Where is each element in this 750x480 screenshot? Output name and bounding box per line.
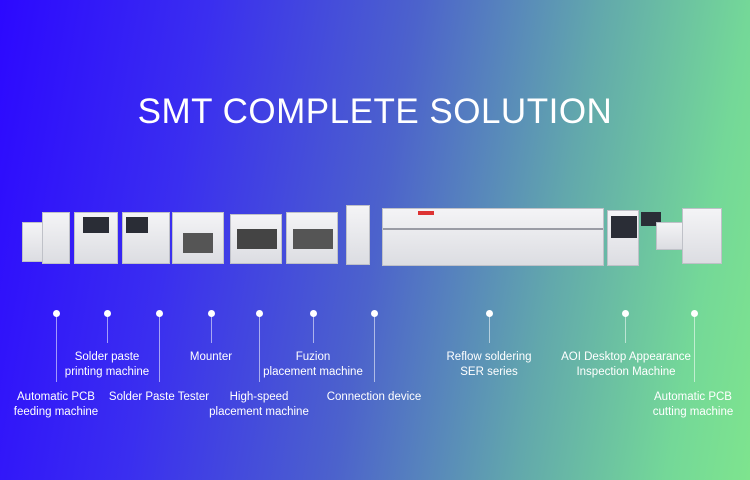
marker-line: [625, 316, 626, 343]
connection-device: [346, 205, 370, 265]
marker-line: [159, 316, 160, 382]
marker-dot: [371, 310, 378, 317]
solder-printer-machine: [74, 212, 118, 264]
marker-dot: [256, 310, 263, 317]
marker-dot: [104, 310, 111, 317]
label-solder-tester: Solder Paste Tester: [108, 391, 210, 403]
pcb-feeder-machine-body: [42, 212, 70, 264]
marker-line: [107, 316, 108, 343]
marker-line: [56, 316, 57, 382]
aoi-inspection-machine: [607, 210, 639, 266]
high-speed-placement-machine: [230, 214, 282, 264]
marker-dot: [156, 310, 163, 317]
label-connection: Connection device: [326, 391, 422, 403]
fuzion-placement-machine: [286, 212, 338, 264]
pcb-cutting-machine-body: [682, 208, 722, 264]
reflow-oven-machine: [382, 208, 604, 266]
mounter-machine: [172, 212, 224, 264]
marker-dot: [310, 310, 317, 317]
marker-line: [211, 316, 212, 343]
marker-dot: [208, 310, 215, 317]
marker-dot: [622, 310, 629, 317]
marker-dot: [691, 310, 698, 317]
solder-tester-machine: [122, 212, 170, 264]
page-title: SMT COMPLETE SOLUTION: [137, 92, 613, 131]
marker-line: [313, 316, 314, 343]
pcb-cutting-machine: [656, 222, 684, 250]
label-mounter: Mounter: [189, 351, 233, 363]
marker-line: [259, 316, 260, 382]
marker-dot: [486, 310, 493, 317]
marker-line: [489, 316, 490, 343]
marker-dot: [53, 310, 60, 317]
marker-line: [374, 316, 375, 382]
marker-line: [694, 316, 695, 382]
